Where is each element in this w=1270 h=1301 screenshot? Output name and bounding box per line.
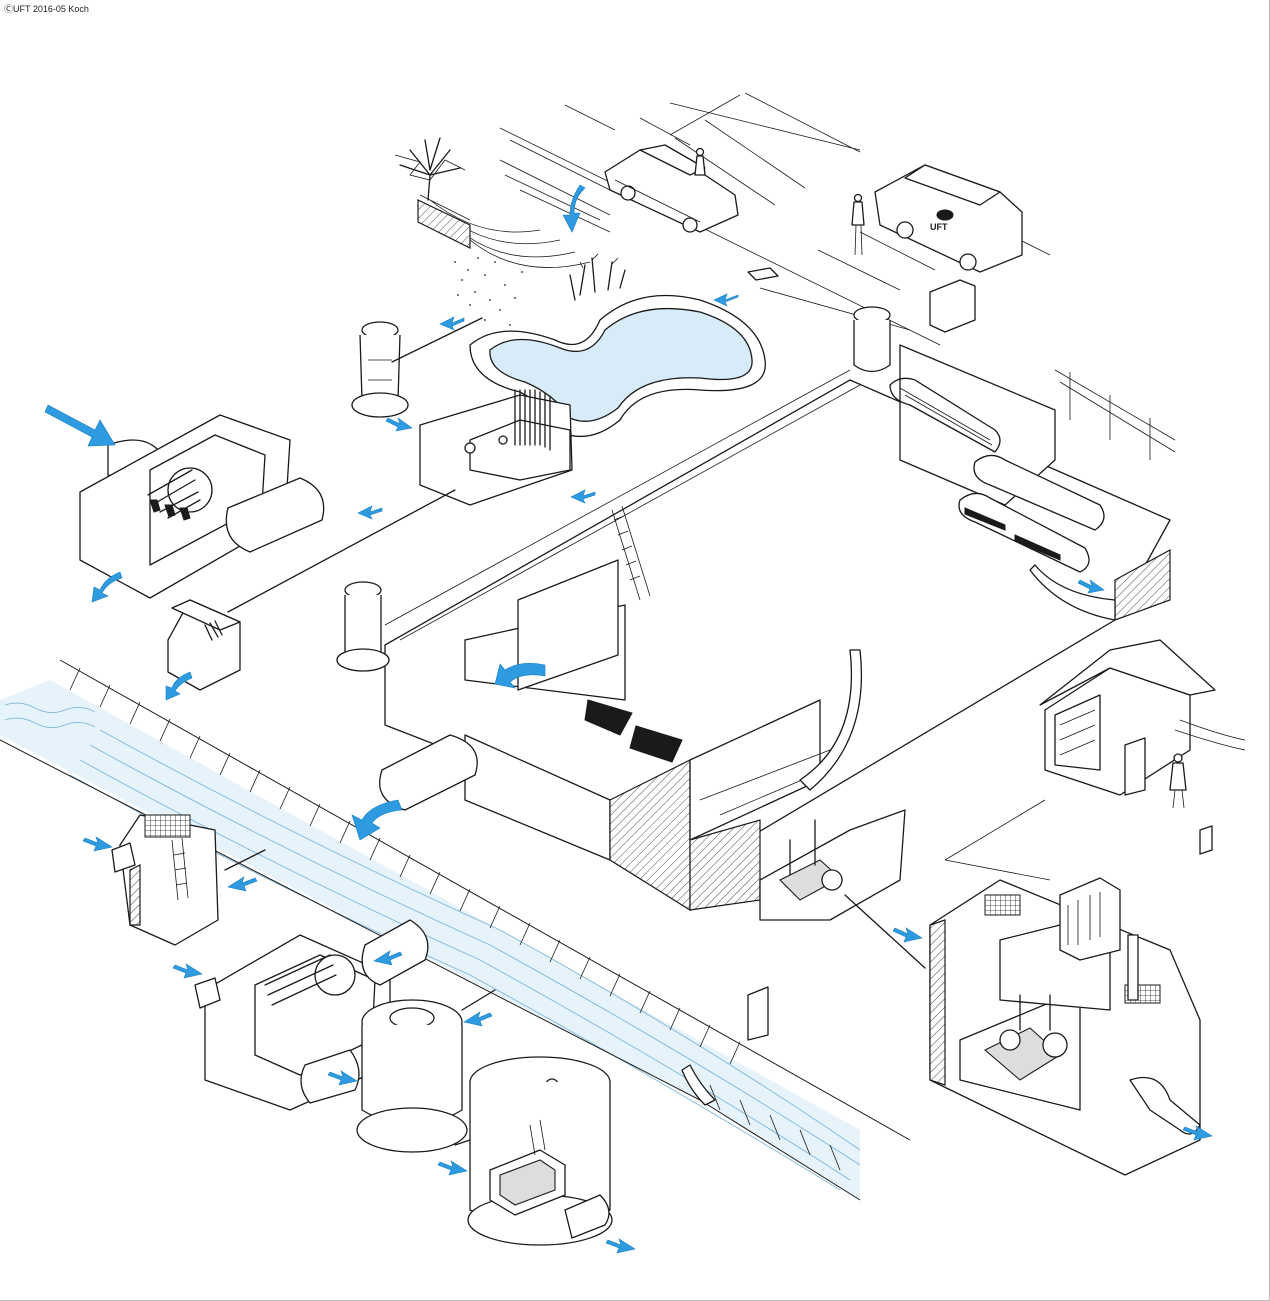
connection-pipe (227, 489, 456, 613)
flow-arrow-icon (91, 571, 123, 603)
flow-arrow-icon (357, 505, 383, 520)
flow-arrow-icon (1077, 579, 1105, 594)
chamber-pipe-lower (300, 1049, 360, 1104)
flow-arrow-icon (439, 316, 465, 331)
separator-shaft-top (351, 321, 409, 418)
person-icon (1169, 753, 1187, 809)
chamber-outlet-pipe (361, 919, 429, 986)
flow-arrow-icon (172, 963, 203, 979)
riverbank-outlet-pipe (224, 849, 266, 871)
flow-arrow-icon (570, 489, 596, 504)
flow-arrow-icon (494, 663, 546, 689)
pump-house (944, 639, 1246, 881)
flow-arrow-icon (227, 876, 258, 892)
main-outlet-pipe (225, 477, 325, 553)
flow-arrow-icon (1182, 1125, 1213, 1141)
separator-shaft-road (853, 306, 891, 373)
valve-vault (929, 877, 1201, 1176)
flow-arrow-icon (892, 927, 923, 943)
filter-basin (419, 389, 573, 506)
small-inspection-chamber (167, 599, 241, 691)
inflow-pipe (391, 317, 483, 363)
river (0, 659, 911, 1201)
reed-icon (569, 253, 626, 301)
flow-arrow-icon (351, 799, 403, 841)
filter-shaft (454, 1056, 613, 1246)
flow-arrow-icon (373, 950, 403, 966)
infiltration-swale (417, 159, 611, 268)
control-cabinet (929, 279, 976, 333)
screen-chamber-bottom (194, 934, 391, 1111)
control-post (1199, 825, 1213, 855)
street-inlet-grate (747, 267, 779, 281)
flow-arrow-icon (82, 836, 113, 852)
flow-arrow-icon (605, 1238, 636, 1254)
flow-arrow-icon (463, 1011, 493, 1027)
flow-arrow-icon (44, 404, 116, 447)
seepage-rain (454, 257, 523, 326)
flow-arrow-icon (327, 1070, 358, 1086)
van-logo-text: UFT (930, 222, 948, 232)
flow-arrow-icon (165, 671, 193, 701)
flow-arrow-icon (562, 184, 586, 233)
person-icon (694, 147, 706, 176)
outlet-valve-chamber (759, 809, 906, 921)
outlet-pipe-to-river (379, 734, 478, 811)
outlet-control-post (747, 986, 769, 1041)
flow-arrows (44, 184, 1213, 1254)
riverbank-chamber (111, 814, 219, 946)
person-icon (851, 193, 865, 256)
vortex-separator (356, 989, 496, 1153)
separator-shaft-middle (336, 581, 390, 672)
flow-arrow-icon (713, 293, 739, 307)
car-icon (604, 144, 739, 233)
stormwater-tank (384, 344, 1176, 912)
outlet-pipe-east (844, 894, 926, 969)
tree-icon (394, 137, 466, 201)
copyright-note: ⒸUFT 2016-05 Koch (4, 4, 89, 14)
van-icon (874, 164, 1023, 273)
flow-arrow-icon (385, 417, 413, 432)
flow-arrow-icon (437, 1160, 468, 1176)
